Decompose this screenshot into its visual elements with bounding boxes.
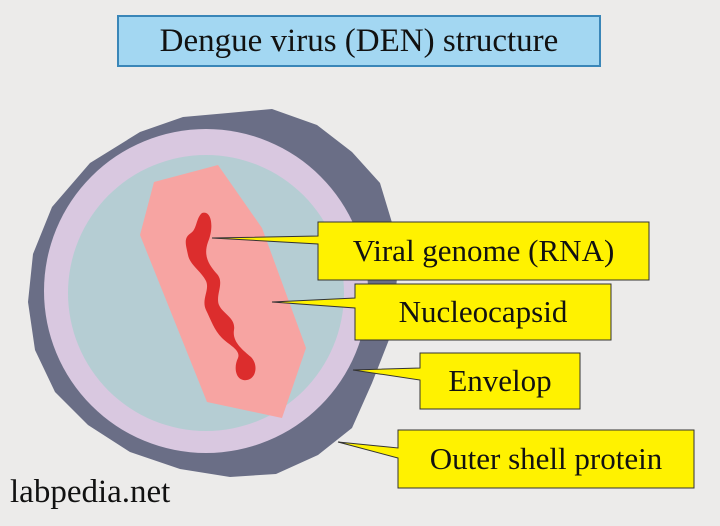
label-outer-shell-protein: Outer shell protein: [429, 441, 663, 476]
callout-nucleocapsid: [271, 283, 612, 341]
label-nucleocapsid: Nucleocapsid: [398, 294, 568, 329]
callout-envelop: [352, 352, 581, 410]
watermark-text: labpedia.net: [10, 474, 171, 510]
callout-viral-genome: [211, 221, 650, 281]
nucleocapsid-shape: [140, 165, 306, 418]
label-envelop: Envelop: [448, 363, 552, 398]
rna-genome-shape: [185, 212, 256, 381]
diagram-title: Dengue virus (DEN) structure: [117, 15, 601, 67]
callout-outer-shell: [337, 429, 695, 489]
label-viral-genome: Viral genome (RNA): [352, 233, 615, 268]
